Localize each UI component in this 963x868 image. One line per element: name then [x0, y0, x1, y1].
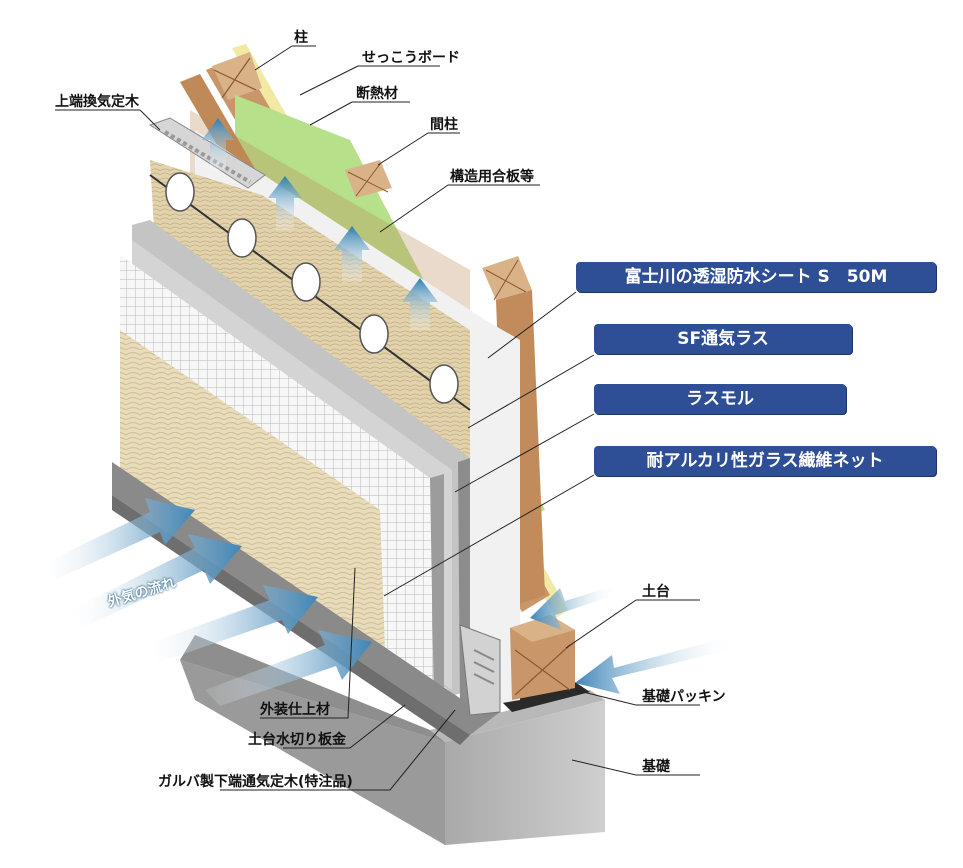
label-insulation: 断熱材	[356, 86, 398, 102]
badge-sf-lath: SF通気ラス	[594, 324, 852, 354]
label-foundation: 基礎	[642, 759, 670, 775]
badge-moisture-sheet: 富士川の透湿防水シート S 50M	[576, 262, 936, 292]
label-galva-vent: ガルバ製下端通気定木(特注品)	[158, 774, 353, 790]
label-foundation-packing: 基礎パッキン	[642, 689, 726, 705]
exterior-finish	[120, 330, 385, 650]
label-stud: 間柱	[430, 117, 458, 133]
badge-glass-fiber-net: 耐アルカリ性ガラス繊維ネット	[594, 446, 936, 476]
galva-vent	[459, 624, 501, 716]
label-sill-flashing: 土台水切り板金	[248, 732, 346, 748]
label-gypsum-board: せっこうボード	[362, 50, 460, 66]
label-sill: 土台	[642, 584, 670, 600]
badge-lath-mortar: ラスモル	[594, 384, 846, 414]
foundation-front	[445, 700, 605, 845]
kiso-packing	[500, 682, 590, 712]
airflow-arrows	[40, 498, 730, 706]
label-top-vent-strip: 上端換気定木	[55, 94, 139, 110]
label-exterior-finish: 外装仕上材	[260, 702, 330, 718]
label-structural-plywood: 構造用合板等	[450, 169, 534, 185]
label-column: 柱	[294, 30, 308, 46]
foundation-side	[180, 660, 445, 845]
